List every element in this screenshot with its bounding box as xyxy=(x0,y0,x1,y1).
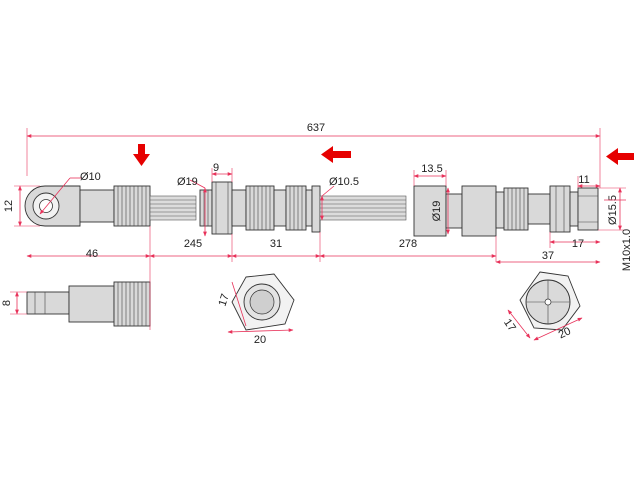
end-fitting-length-label: 17 xyxy=(572,238,584,250)
nut-width-dimension: 13.5 xyxy=(413,163,447,186)
eye-height-label: 12 xyxy=(3,200,15,212)
end-segment-label: 37 xyxy=(542,250,554,262)
hex-end-view-1: 17 20 xyxy=(217,273,295,346)
end-diameter-label: Ø15.5 xyxy=(607,195,619,225)
segment-3-dimension: 278 xyxy=(319,236,497,262)
tab-thickness-dimension: 8 xyxy=(1,291,27,315)
segment-2-label: 31 xyxy=(270,238,282,250)
segment-1-dimension: 245 xyxy=(149,234,233,262)
fitting-diameter-2-label: Ø19 xyxy=(431,201,443,222)
fitting-diameter-1-dimension: Ø19 xyxy=(177,176,207,237)
end-thread-label: M10x1.0 xyxy=(621,229,633,271)
hose-diameter-dimension: Ø10.5 xyxy=(320,176,359,221)
end-fitting-length-dimension: 17 xyxy=(549,232,601,250)
arrow-down-icon xyxy=(133,144,150,166)
arrow-left-icon xyxy=(606,148,634,165)
end-thread-dimension: M10x1.0 xyxy=(604,199,633,271)
nut-width-label: 13.5 xyxy=(421,163,442,175)
overall-length-dimension: 637 xyxy=(26,122,601,188)
segment-2-dimension: 31 xyxy=(231,232,321,262)
end-length-dimension: 11 xyxy=(577,174,601,188)
eye-length-dimension: 46 xyxy=(26,226,151,262)
segment-1-label: 245 xyxy=(184,238,202,250)
arrow-left-icon xyxy=(321,146,351,163)
hose-diameter-label: Ø10.5 xyxy=(329,176,359,188)
banjo-side-view xyxy=(26,262,151,330)
fitting-diameter-1-label: Ø19 xyxy=(177,176,198,188)
end-segment-dimension: 37 xyxy=(495,250,601,264)
crimp-rings xyxy=(113,185,151,227)
hex-flat-1-label: 17 xyxy=(217,292,232,307)
flange-width-dimension: 9 xyxy=(211,162,233,182)
hose-assembly xyxy=(24,181,599,237)
hex-end-view-2: 17 20 xyxy=(501,271,583,341)
hex-width-1-label: 20 xyxy=(254,334,266,346)
end-diameter-dimension: Ø15.5 xyxy=(598,187,626,231)
eye-height-dimension: 12 xyxy=(3,185,40,227)
overall-length-label: 637 xyxy=(307,122,325,134)
eye-length-label: 46 xyxy=(86,248,98,260)
flange-width-label: 9 xyxy=(213,162,219,174)
segment-3-label: 278 xyxy=(399,238,417,250)
eye-bore-label: Ø10 xyxy=(80,171,101,183)
hex-width-2-label: 20 xyxy=(557,325,573,341)
fitting-diameter-2-dimension: Ø19 xyxy=(431,187,450,235)
hex-flat-2-label: 17 xyxy=(501,317,518,334)
eye-bore-dimension: Ø10 xyxy=(39,171,101,215)
tab-thickness-label: 8 xyxy=(1,300,13,306)
end-length-label: 11 xyxy=(578,174,589,186)
